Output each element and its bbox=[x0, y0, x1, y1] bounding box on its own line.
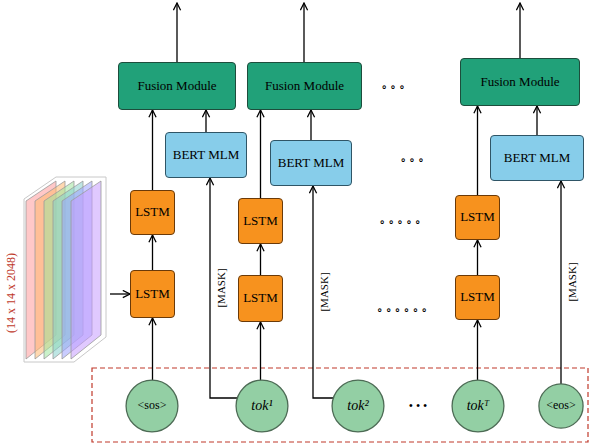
token-circle: tok¹ bbox=[235, 379, 289, 433]
token-text: tok¹ bbox=[251, 398, 272, 414]
feature-slab bbox=[71, 181, 101, 359]
connector-arrow bbox=[260, 110, 261, 198]
token-circle-shape bbox=[539, 384, 583, 428]
module-name: LSTM bbox=[135, 287, 170, 302]
token-circle-shape bbox=[452, 380, 504, 432]
module-name: BERT MLM bbox=[173, 148, 240, 163]
connector-arrow bbox=[152, 235, 153, 270]
lstm-box: LSTM bbox=[238, 198, 283, 244]
ellipsis-dots: ∘ ∘ ∘ ∘ ∘ bbox=[379, 216, 420, 228]
token-text: <sos> bbox=[138, 399, 167, 413]
token-text: tokᵀ bbox=[467, 398, 490, 414]
connector-arrow bbox=[110, 293, 130, 294]
feature-map-stack: (14 x 14 x 2048) bbox=[2, 175, 110, 395]
module-name: Fusion Module bbox=[265, 79, 344, 94]
edge-label: [MASK] bbox=[318, 270, 330, 313]
module-name: LSTM bbox=[243, 214, 278, 229]
bert-mlm-box: BERT MLM bbox=[270, 140, 352, 186]
lstm-box: LSTM bbox=[238, 275, 283, 322]
ellipsis-dots: ∘ ∘ ∘ bbox=[381, 81, 405, 93]
connector-arrow bbox=[152, 318, 153, 380]
token-circle-shape bbox=[236, 380, 288, 432]
module-name: LSTM bbox=[460, 290, 495, 305]
bert-mlm-box: BERT MLM bbox=[490, 135, 584, 181]
lstm-box: LSTM bbox=[130, 270, 175, 318]
input-group-bracket bbox=[92, 368, 588, 442]
connector-arrow bbox=[313, 186, 333, 398]
stack-outline bbox=[24, 177, 106, 362]
fusion-module-box: Fusion Module bbox=[460, 58, 580, 106]
token-text: <eos> bbox=[546, 399, 576, 413]
lstm-box: LSTM bbox=[455, 195, 500, 240]
connector-arrow bbox=[152, 110, 153, 190]
token-circle-shape bbox=[126, 380, 178, 432]
token-circle: tokᵀ bbox=[451, 379, 505, 433]
module-name: LSTM bbox=[135, 205, 170, 220]
connector-arrow bbox=[260, 322, 261, 380]
token-circle: tok² bbox=[331, 379, 385, 433]
bert-mlm-box: BERT MLM bbox=[165, 132, 247, 178]
connector-arrow bbox=[260, 244, 261, 275]
output-arrow bbox=[176, 3, 177, 62]
edge-label: [MASK] bbox=[215, 266, 227, 309]
lstm-box: LSTM bbox=[455, 275, 500, 320]
output-arrow bbox=[519, 3, 520, 58]
ellipsis-dots: ∘ ∘ ∘ bbox=[400, 154, 424, 166]
feature-map-illustration bbox=[2, 175, 110, 395]
module-name: Fusion Module bbox=[137, 79, 216, 94]
lstm-box: LSTM bbox=[130, 190, 175, 235]
connector-arrow bbox=[205, 110, 206, 132]
token-text: tok² bbox=[347, 398, 368, 414]
connector-arrow bbox=[536, 106, 537, 135]
connector-arrow bbox=[477, 320, 478, 380]
fusion-module-box: Fusion Module bbox=[118, 62, 236, 110]
connector-arrow bbox=[310, 110, 311, 140]
connector-arrow bbox=[477, 240, 478, 275]
ellipsis-dots: • • • bbox=[409, 400, 428, 412]
module-name: LSTM bbox=[460, 210, 495, 225]
module-name: BERT MLM bbox=[504, 151, 571, 166]
module-name: BERT MLM bbox=[278, 156, 345, 171]
connector-arrow bbox=[210, 178, 237, 398]
token-circle-shape bbox=[332, 380, 384, 432]
module-name: Fusion Module bbox=[480, 75, 559, 90]
module-name: LSTM bbox=[243, 291, 278, 306]
edge-label: [MASK] bbox=[566, 261, 578, 304]
token-circle: <sos> bbox=[125, 379, 179, 433]
connector-arrow bbox=[560, 181, 561, 384]
connector-arrow bbox=[477, 106, 478, 195]
ellipsis-dots: ∘ ∘ ∘ ∘ ∘ ∘ bbox=[377, 304, 427, 316]
fusion-module-box: Fusion Module bbox=[247, 62, 362, 110]
output-arrow bbox=[303, 3, 304, 62]
dimension-label: (14 x 14 x 2048) bbox=[5, 253, 19, 333]
token-circle: <eos> bbox=[538, 383, 584, 429]
